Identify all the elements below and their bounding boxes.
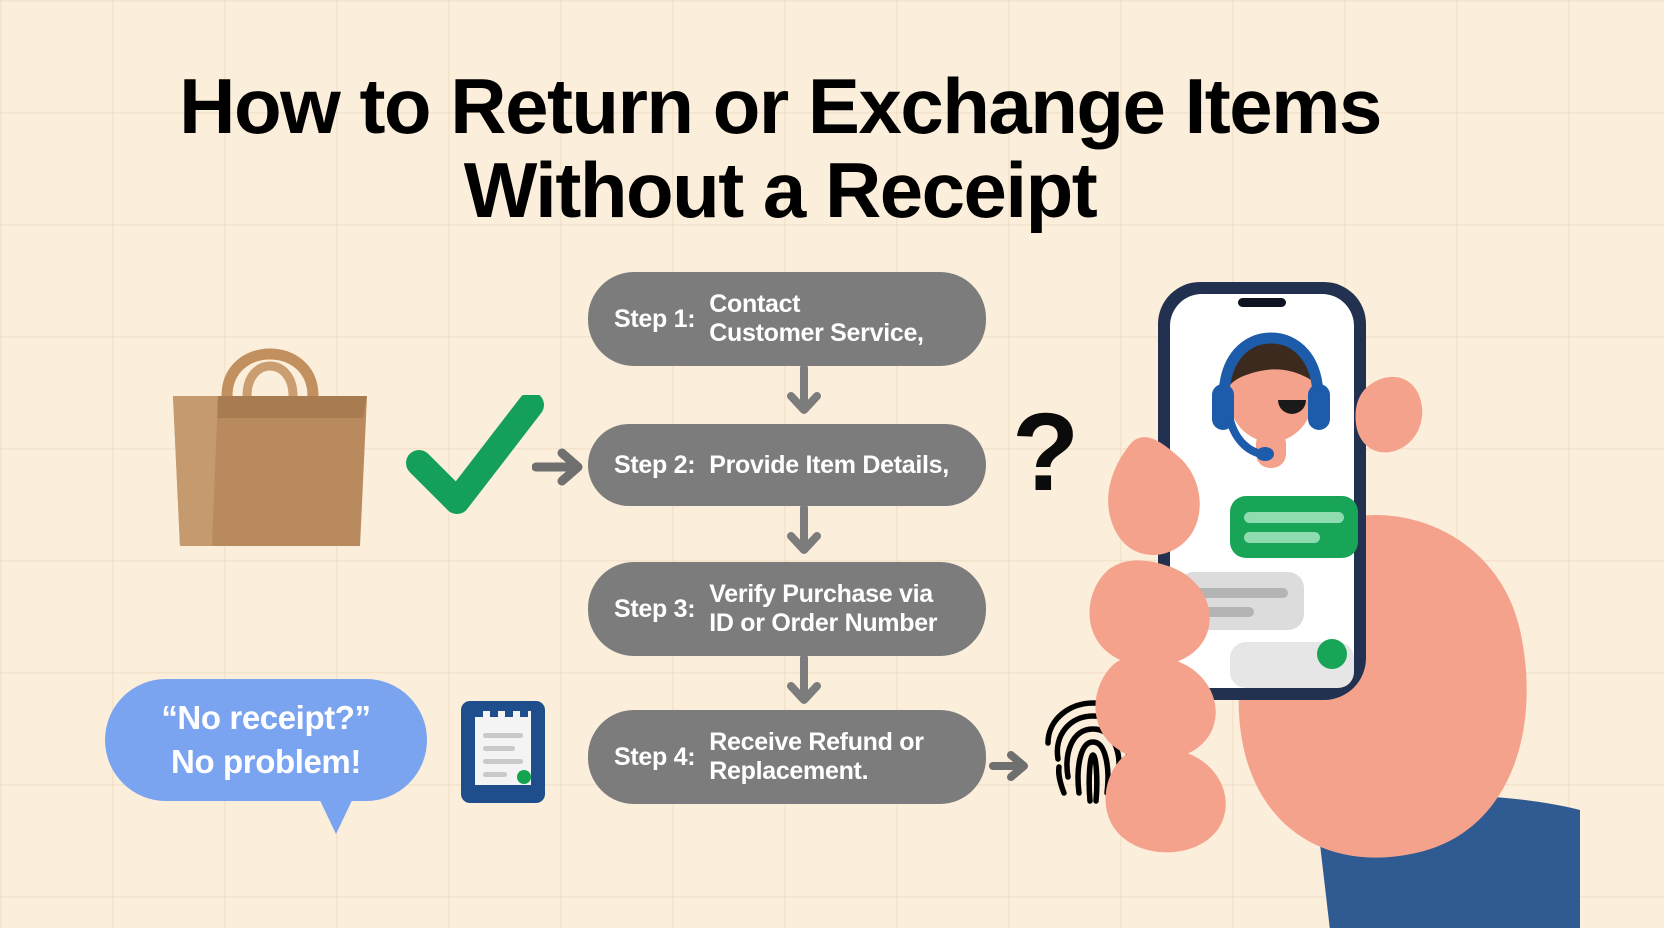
step-4-text-line-1: Receive Refund or [709, 728, 924, 757]
speech-bubble-line-1: “No receipt?” [161, 699, 371, 737]
step-2-label: Step 2: [614, 450, 696, 479]
arrow-right-icon-2 [989, 745, 1035, 787]
arrow-right-icon [531, 440, 592, 495]
step-4-text: Receive Refund or Replacement. [709, 728, 924, 786]
step-2-text: Provide Item Details, [709, 451, 949, 480]
question-mark-symbol: ? [1012, 391, 1079, 514]
title-line-1: How to Return or Exchange Items [179, 62, 1382, 150]
step-pill-2[interactable]: Step 2: Provide Item Details, [588, 424, 986, 506]
speech-bubble-tail [316, 792, 356, 834]
step-pill-4[interactable]: Step 4: Receive Refund or Replacement. [588, 710, 986, 804]
title-line-2: Without a Receipt [463, 146, 1098, 235]
arrow-down-icon-3 [783, 654, 825, 710]
receipt-icon [459, 699, 547, 805]
steps-flow: Step 1: Contact Customer Service, Step 2… [588, 272, 986, 804]
step-3-label: Step 3: [614, 594, 696, 623]
step-3-text-line-2: ID or Order Number [709, 609, 938, 637]
step-pill-1[interactable]: Step 1: Contact Customer Service, [588, 272, 986, 366]
step-1-text-line-2: Customer Service, [709, 319, 924, 347]
step-1-text: Contact Customer Service, [709, 290, 924, 348]
step-pill-3[interactable]: Step 3: Verify Purchase via ID or Order … [588, 562, 986, 656]
step-1-text-line-1: Contact [709, 290, 801, 319]
page-title: How to Return or Exchange Items Without … [0, 62, 1560, 235]
step-1-label: Step 1: [614, 304, 696, 333]
arrow-down-icon-1 [783, 364, 825, 420]
green-checkmark-icon [405, 392, 545, 525]
arrow-down-icon-2 [783, 504, 825, 560]
step-4-label: Step 4: [614, 742, 696, 771]
step-3-text: Verify Purchase via ID or Order Number [709, 580, 937, 638]
step-2-text-line-1: Provide Item Details, [709, 450, 949, 479]
phone-in-hand-illustration [1080, 270, 1580, 928]
speech-bubble: “No receipt?” No problem! [105, 679, 427, 801]
step-4-text-line-2: Replacement. [709, 757, 869, 785]
step-3-text-line-1: Verify Purchase via [709, 580, 933, 609]
speech-bubble-line-2: No problem! [171, 743, 361, 780]
shopping-bag-icon [155, 300, 385, 550]
